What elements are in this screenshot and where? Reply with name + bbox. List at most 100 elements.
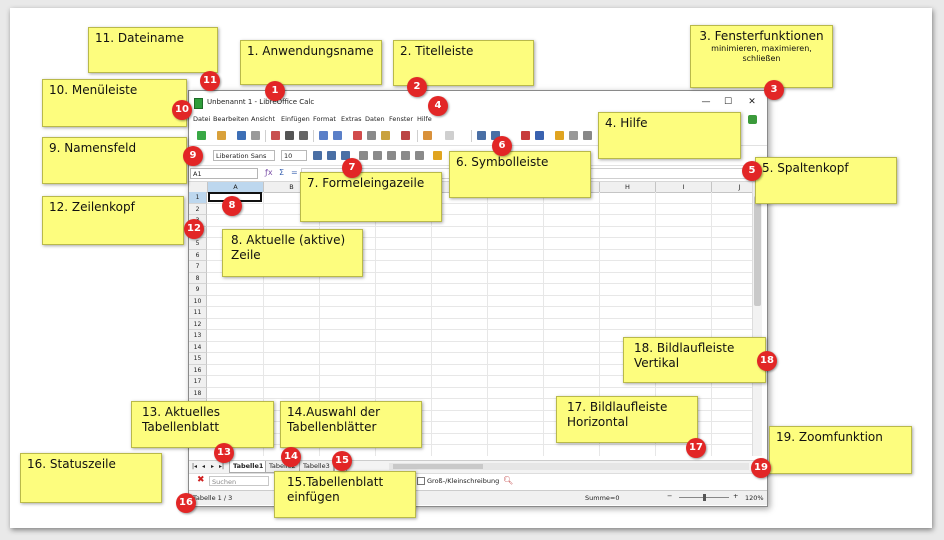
row-header-13[interactable]: 13 — [189, 330, 207, 342]
row-header-16[interactable]: 16 — [189, 364, 207, 376]
next-sheet-nav-icon[interactable]: ▸ — [210, 463, 214, 470]
new-document-icon[interactable] — [197, 131, 206, 140]
special-character-icon[interactable] — [555, 131, 564, 140]
vertical-scrollbar[interactable] — [752, 182, 762, 456]
row-header-14[interactable]: 14 — [189, 341, 207, 353]
column-header-j[interactable]: J — [712, 182, 755, 192]
zoom-in-button[interactable]: + — [733, 492, 739, 500]
cut-icon[interactable] — [353, 131, 362, 140]
prev-sheet-nav-icon[interactable]: ◂ — [201, 463, 205, 470]
find-input[interactable]: Suchen — [209, 476, 269, 486]
autospell-icon[interactable] — [333, 131, 342, 140]
corner-select-all[interactable] — [189, 182, 208, 192]
zoom-level[interactable]: 120% — [745, 494, 764, 502]
row-header-5[interactable]: 5 — [189, 238, 207, 250]
align-center-icon[interactable] — [373, 151, 382, 160]
align-left-icon[interactable] — [359, 151, 368, 160]
menu-fenster[interactable]: Fenster — [389, 115, 414, 123]
column-header-h[interactable]: H — [600, 182, 656, 192]
note-fensterfunktionen: 3. Fensterfunktionen minimieren, maximie… — [690, 25, 833, 88]
name-box[interactable]: A1 — [190, 168, 258, 179]
status-sheet-info: Tabelle 1 / 3 — [193, 494, 233, 502]
function-wizard-icon[interactable]: ƒx — [265, 168, 273, 177]
toolbar-separator — [471, 130, 472, 142]
help-icon[interactable] — [748, 115, 757, 124]
align-right-icon[interactable] — [387, 151, 396, 160]
match-case-checkbox[interactable] — [417, 477, 425, 485]
note-fensterfunktionen-title: 3. Fensterfunktionen — [699, 29, 824, 43]
column-header-a[interactable]: A — [208, 182, 264, 192]
menu-format[interactable]: Format — [313, 115, 336, 123]
column-header-i[interactable]: I — [656, 182, 712, 192]
row-header-8[interactable]: 8 — [189, 272, 207, 284]
chart-icon[interactable] — [521, 131, 530, 140]
last-sheet-nav-icon[interactable]: ▸| — [218, 463, 225, 470]
row-header-18[interactable]: 18 — [189, 387, 207, 399]
row-header-11[interactable]: 11 — [189, 307, 207, 319]
clone-formatting-icon[interactable] — [401, 131, 410, 140]
row-header-12[interactable]: 12 — [189, 318, 207, 330]
redo-icon[interactable] — [445, 131, 454, 140]
row-header-7[interactable]: 7 — [189, 261, 207, 273]
comment-icon[interactable] — [583, 131, 592, 140]
save-icon[interactable] — [237, 131, 246, 140]
row-header-2[interactable]: 2 — [189, 203, 207, 215]
row-header-17[interactable]: 17 — [189, 376, 207, 388]
export-pdf-icon[interactable] — [271, 131, 280, 140]
row-header-15[interactable]: 15 — [189, 353, 207, 365]
merge-cells-icon[interactable] — [415, 151, 424, 160]
row-gridline — [207, 329, 755, 330]
print-preview-icon[interactable] — [299, 131, 308, 140]
menu-einfuegen[interactable]: Einfügen — [281, 115, 310, 123]
find-replace-icon[interactable] — [477, 131, 486, 140]
row-header-10[interactable]: 10 — [189, 295, 207, 307]
wrap-text-icon[interactable] — [433, 151, 442, 160]
italic-icon[interactable] — [327, 151, 336, 160]
horizontal-scrollbar[interactable] — [389, 463, 749, 470]
formula-icon[interactable]: = — [291, 168, 298, 177]
menu-ansicht[interactable]: Ansicht — [251, 115, 276, 123]
open-folder-icon[interactable] — [217, 131, 226, 140]
close-button[interactable]: ✕ — [748, 97, 756, 107]
font-size-box[interactable]: 10 — [281, 150, 307, 161]
toolbar-separator — [265, 130, 266, 142]
maximize-button[interactable]: ☐ — [723, 97, 733, 107]
sum-icon[interactable]: Σ — [279, 168, 285, 177]
underline-icon[interactable] — [341, 151, 350, 160]
vertical-scroll-thumb[interactable] — [754, 196, 761, 306]
menu-hilfe[interactable]: Hilfe — [417, 115, 432, 123]
hyperlink-icon[interactable] — [569, 131, 578, 140]
note-fensterfunktionen-sub: minimieren, maximieren, schließen — [711, 44, 812, 63]
sheet-tab-1[interactable]: Tabelle1 — [229, 461, 268, 473]
bold-icon[interactable] — [313, 151, 322, 160]
badge-6: 6 — [492, 136, 512, 156]
paste-icon[interactable] — [381, 131, 390, 140]
column-gridline — [375, 192, 376, 456]
menu-datei[interactable]: Datei — [193, 115, 211, 123]
note-formeleingazeile: 7. Formeleingazeile — [300, 172, 442, 222]
close-find-icon[interactable]: ✖ — [197, 475, 205, 485]
row-header-6[interactable]: 6 — [189, 249, 207, 261]
justify-icon[interactable] — [401, 151, 410, 160]
copy-icon[interactable] — [367, 131, 376, 140]
find-options-icon[interactable]: 🔍︎ — [503, 476, 514, 485]
export-icon[interactable] — [251, 131, 260, 140]
font-name-box[interactable]: Liberation Sans — [213, 150, 275, 161]
horizontal-scroll-thumb[interactable] — [393, 464, 483, 469]
pivot-table-icon[interactable] — [535, 131, 544, 140]
row-header-9[interactable]: 9 — [189, 284, 207, 296]
undo-icon[interactable] — [423, 131, 432, 140]
print-icon[interactable] — [285, 131, 294, 140]
minimize-button[interactable]: — — [701, 97, 711, 107]
zoom-out-button[interactable]: − — [667, 492, 673, 500]
sort-icon[interactable] — [491, 131, 500, 140]
menu-extras[interactable]: Extras — [341, 115, 362, 123]
first-sheet-nav-icon[interactable]: |◂ — [191, 463, 198, 470]
zoom-slider-handle[interactable] — [703, 494, 706, 501]
note-anwendungsname: 1. Anwendungsname — [240, 40, 382, 85]
row-header-1[interactable]: 1 — [189, 192, 207, 204]
menu-daten[interactable]: Daten — [365, 115, 385, 123]
spellcheck-icon[interactable] — [319, 131, 328, 140]
title-bar[interactable]: Unbenannt 1 - LibreOffice Calc — ☐ ✕ — [189, 91, 767, 113]
menu-bearbeiten[interactable]: Bearbeiten — [213, 115, 249, 123]
